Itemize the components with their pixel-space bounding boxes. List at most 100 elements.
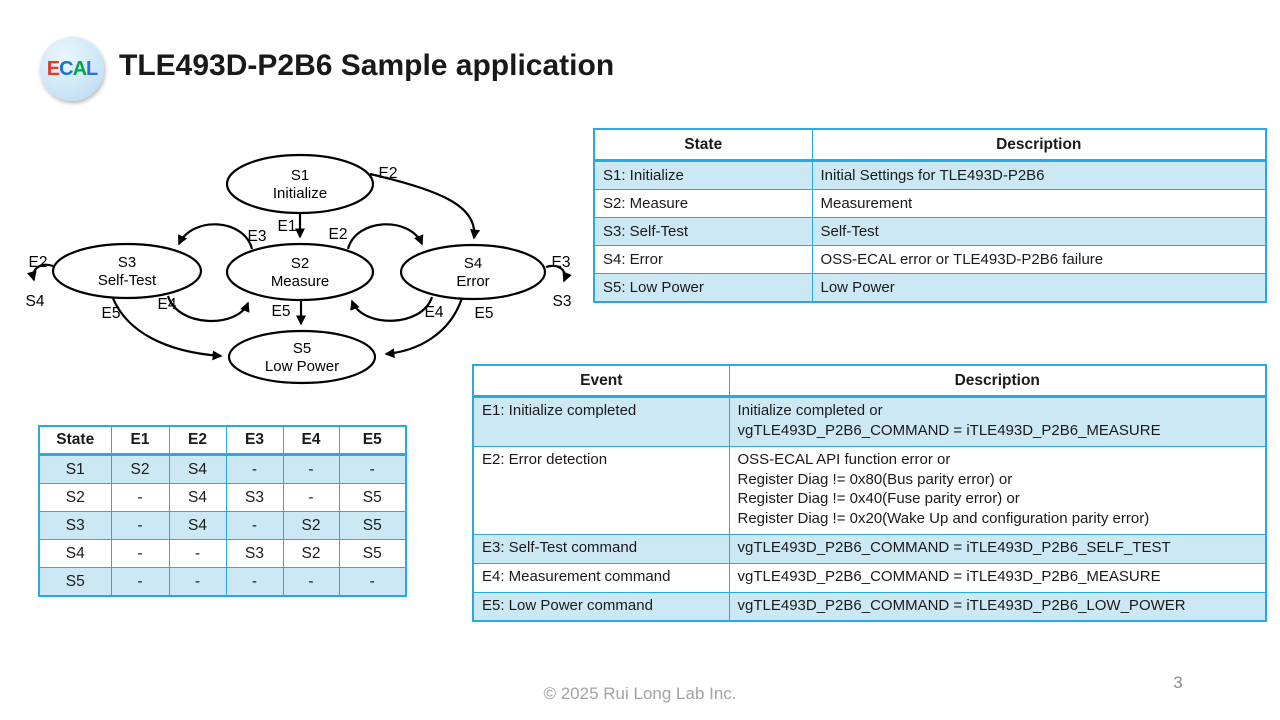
edge-label-e4-s4-s2: E4 (425, 304, 444, 321)
logo-letter: C (59, 58, 73, 80)
cell: S3 (225, 539, 284, 568)
state-name: Self-Test (98, 272, 157, 289)
state-node-s3: S3 Self-Test (51, 242, 203, 300)
copyright-text: © 2025 Rui Long Lab Inc. (543, 684, 737, 703)
state-node-s4: S4 Error (399, 243, 547, 301)
desc-line: vgTLE493D_P2B6_COMMAND = iTLE493D_P2B6_M… (737, 421, 1161, 439)
cell: S2 (38, 483, 112, 512)
state-node-s5: S5 Low Power (227, 329, 377, 385)
cell: OSS-ECAL error or TLE493D-P2B6 failure (811, 245, 1267, 274)
edge-e4-s3-to-s2 (166, 295, 250, 323)
cell: S3 (225, 483, 284, 512)
cell: S2 (282, 539, 340, 568)
cell: Low Power (811, 273, 1267, 303)
cell: S5: Low Power (593, 273, 813, 303)
offpage-target-s3: S3 (553, 293, 572, 310)
header-cell-state: State (593, 128, 813, 162)
cell: Measurement (811, 189, 1267, 218)
table-row: S4 - - S3 S2 S5 (38, 539, 407, 568)
logo-letter: E (46, 58, 60, 80)
logo-letter: L (86, 58, 98, 80)
table-row: S2 - S4 S3 - S5 (38, 483, 407, 512)
header-cell: E3 (225, 425, 284, 456)
header-cell: E1 (110, 425, 170, 456)
cell: - (282, 483, 340, 512)
header-cell-event: Event (472, 364, 730, 398)
cell: Initialize completed or vgTLE493D_P2B6_C… (728, 396, 1267, 447)
state-id: S4 (464, 255, 482, 272)
table-row: S3 - S4 - S2 S5 (38, 511, 407, 540)
cell: S3 (38, 511, 112, 540)
cell: S2 (282, 511, 340, 540)
page-number: 3 (1173, 673, 1183, 692)
state-node-s2: S2 Measure (225, 242, 375, 302)
cell: - (110, 567, 170, 597)
state-id: S1 (291, 167, 309, 184)
table-row: E2: Error detection OSS-ECAL API functio… (472, 446, 1267, 535)
cell: vgTLE493D_P2B6_COMMAND = iTLE493D_P2B6_M… (728, 563, 1267, 593)
table-row: S5 - - - - - (38, 567, 407, 597)
cell: - (338, 454, 407, 484)
edge-label-e3-offpage: E3 (552, 254, 571, 271)
cell: - (225, 511, 284, 540)
offpage-target-s4: S4 (26, 293, 45, 310)
edge-e2-s1-to-s4 (369, 172, 481, 240)
logo-letter: A (72, 58, 87, 80)
state-table: State Description S1: Initialize Initial… (593, 128, 1267, 303)
cell: E5: Low Power command (472, 592, 730, 621)
cell: S4 (38, 539, 112, 568)
cell: S1: Initialize (593, 160, 813, 190)
cell: S2: Measure (593, 189, 813, 218)
cell: S4: Error (593, 245, 813, 274)
header-cell: E2 (168, 425, 227, 456)
state-name: Initialize (273, 185, 327, 202)
desc-line: Register Diag != 0x20(Wake Up and config… (737, 509, 1150, 527)
cell: - (282, 567, 340, 597)
state-name: Error (456, 273, 489, 290)
cell: - (338, 567, 407, 597)
edge-label-e2-s1-s4: E2 (379, 165, 398, 182)
edge-e3-s2-to-s3 (178, 223, 254, 250)
edge-label-e2-offpage: E2 (29, 254, 48, 271)
table-row: S5: Low Power Low Power (593, 273, 1267, 303)
page-title: TLE493D-P2B6 Sample application (119, 49, 615, 82)
header-cell-description: Description (811, 128, 1267, 162)
cell: E2: Error detection (472, 446, 730, 535)
table-row: E5: Low Power command vgTLE493D_P2B6_COM… (472, 592, 1267, 621)
cell: - (110, 511, 170, 540)
cell: S1 (38, 454, 112, 484)
cell: - (282, 454, 340, 484)
edge-label-e5-s4: E5 (475, 305, 494, 322)
header-cell: State (38, 425, 112, 456)
state-id: S5 (293, 340, 311, 357)
state-diagram: S1 Initialize S3 Self-Test S2 Measure S4… (26, 153, 572, 385)
edge-e5-s3-to-s5 (110, 295, 223, 361)
cell: OSS-ECAL API function error or Register … (728, 446, 1267, 535)
edge-e3-s4-to-s3-offpage (545, 264, 572, 283)
table-row: S1 S2 S4 - - - (38, 454, 407, 484)
edge-label-e4-s3-s2: E4 (158, 296, 177, 313)
desc-line: Register Diag != 0x80(Bus parity error) … (737, 470, 1013, 488)
table-row: S1: Initialize Initial Settings for TLE4… (593, 160, 1267, 190)
cell: - (168, 539, 227, 568)
table-row: S3: Self-Test Self-Test (593, 217, 1267, 246)
cell: E3: Self-Test command (472, 534, 730, 564)
desc-line: OSS-ECAL API function error or (737, 451, 951, 468)
cell: S5 (338, 539, 407, 568)
cell: - (110, 539, 170, 568)
table-row: E1: Initialize completed Initialize comp… (472, 396, 1267, 447)
header-cell: E5 (338, 425, 407, 456)
edge-label-e3-s2-s3: E3 (248, 228, 267, 245)
edge-e5-s4-to-s5 (384, 297, 464, 359)
event-table: Event Description E1: Initialize complet… (472, 364, 1267, 622)
table-row: E3: Self-Test command vgTLE493D_P2B6_COM… (472, 534, 1267, 564)
cell: S5 (338, 511, 407, 540)
cell: S4 (168, 511, 227, 540)
table-header-row: State E1 E2 E3 E4 E5 (38, 425, 407, 456)
table-header-row: Event Description (472, 364, 1267, 398)
cell: Initial Settings for TLE493D-P2B6 (811, 160, 1267, 190)
desc-line: Initialize completed or (737, 402, 883, 419)
edge-label-e1: E1 (278, 218, 297, 235)
edge-e2-s3-to-s4-offpage (26, 263, 54, 282)
